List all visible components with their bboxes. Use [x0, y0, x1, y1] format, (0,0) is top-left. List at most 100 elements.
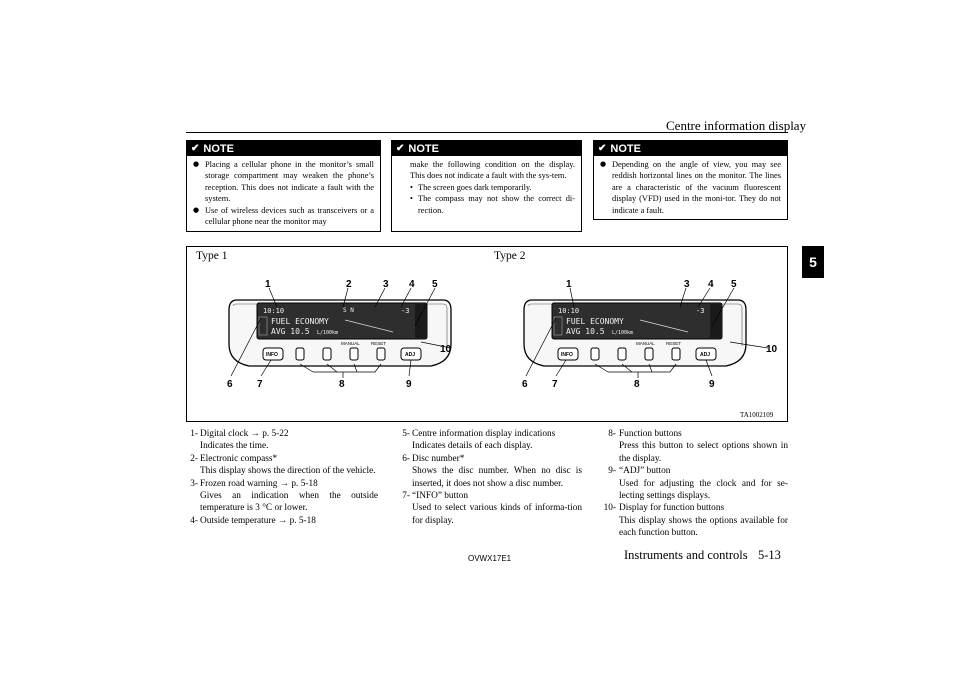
callout-2: 2: [346, 279, 352, 290]
function-button[interactable]: [590, 347, 600, 361]
function-button[interactable]: [671, 347, 681, 361]
callout-1: 1: [566, 279, 572, 290]
description-item: 10- Display for function buttons This di…: [600, 502, 788, 539]
callout-6: 6: [522, 379, 528, 390]
adj-button-label: ADJ: [405, 352, 415, 358]
function-button[interactable]: [617, 347, 627, 361]
page-reference: → p. 5-22: [250, 429, 289, 439]
outside-temp-readout: -3: [401, 307, 409, 315]
adj-button-label: ADJ: [700, 352, 710, 358]
info-button[interactable]: [262, 347, 284, 361]
note-body: make the following condition on the disp…: [392, 156, 581, 216]
fuel-economy-readout: FUEL ECONOMY: [566, 317, 624, 326]
item-label: Outside temperature: [200, 515, 276, 526]
function-button[interactable]: [376, 347, 386, 361]
note-bullet-text: Use of wireless devices such as transcei…: [205, 205, 374, 227]
figure-frame: [186, 246, 788, 422]
item-label: Digital clock: [200, 429, 249, 439]
function-button[interactable]: [295, 347, 305, 361]
callout-3: 3: [383, 279, 389, 290]
bullet-icon: ●: [193, 205, 200, 214]
function-button[interactable]: [322, 347, 332, 361]
item-label: Function buttons: [619, 429, 682, 439]
note-heading: ✔ NOTE: [594, 141, 787, 156]
note-bullet: ● Use of wireless devices such as transc…: [193, 205, 374, 228]
note-bullet-text: Placing a cellular phone in the monitor’…: [205, 160, 374, 204]
bullet-icon: ●: [600, 160, 607, 168]
item-number: 2-: [190, 453, 198, 464]
note-body: ● Depending on the angle of view, you ma…: [594, 156, 787, 216]
description-item: 1- Digital clock → p. 5-22 Indicates the…: [186, 428, 378, 453]
unit-readout: L/100km: [317, 330, 338, 336]
item-label: Centre information display indications: [412, 429, 556, 439]
avg-readout: AVG 10.5: [271, 327, 310, 336]
page-reference: → p. 5-18: [279, 478, 318, 489]
reset-label: RESET: [371, 341, 386, 346]
callout-9: 9: [406, 379, 412, 390]
header-rule: [186, 132, 788, 133]
description-item: 5- Centre information display indication…: [398, 428, 582, 453]
page-reference: → p. 5-18: [277, 515, 316, 526]
document-code: OVWX17E1: [468, 554, 512, 563]
leader-lines: [230, 287, 452, 378]
callout-9: 9: [709, 379, 715, 390]
callout-8: 8: [339, 379, 345, 390]
leader-lines: [525, 287, 769, 378]
item-label: Disc number*: [412, 453, 465, 464]
item-number: 9-: [608, 466, 616, 477]
item-detail: Press this button to select options show…: [619, 441, 788, 464]
item-number: 8-: [608, 429, 616, 439]
note-heading-label: NOTE: [408, 142, 439, 155]
callout-4: 4: [409, 279, 415, 290]
callout-6: 6: [227, 379, 233, 390]
item-label: Display for function buttons: [619, 503, 725, 514]
note-lead-text: make the following condition on the disp…: [410, 160, 575, 181]
description-column-1: 1- Digital clock → p. 5-22 Indicates the…: [186, 428, 378, 527]
description-item: 3- Frozen road warning → p. 5-18 Gives a…: [186, 478, 378, 515]
description-item: 8- Function buttons Press this button to…: [600, 428, 788, 465]
avg-readout: AVG 10.5: [566, 327, 605, 336]
callout-3: 3: [684, 279, 690, 290]
description-item: 6- Disc number* Shows the disc number. W…: [398, 453, 582, 490]
item-number: 7-: [402, 491, 410, 502]
bullet-icon: ●: [193, 160, 200, 168]
description-item: 7- “INFO” button Used to select various …: [398, 490, 582, 527]
callout-7: 7: [552, 379, 558, 390]
page-number: 5-13: [758, 548, 781, 562]
description-column-3: 8- Function buttons Press this button to…: [600, 428, 788, 540]
item-detail: Gives an indication when the outside tem…: [200, 491, 378, 514]
info-button-label: INFO: [266, 352, 278, 358]
item-detail: This display shows the options available…: [619, 515, 788, 539]
note-box-2: ✔ NOTE make the following condition on t…: [391, 140, 582, 232]
item-detail: Used for adjusting the clock and for se-…: [619, 478, 788, 502]
dot-icon: •: [410, 194, 413, 204]
description-item: 9- “ADJ” button Used for adjusting the c…: [600, 465, 788, 502]
chapter-tab: 5: [802, 246, 824, 278]
note-box-1: ✔ NOTE ● Placing a cellular phone in the…: [186, 140, 381, 232]
note-heading: ✔ NOTE: [187, 141, 380, 156]
callout-5: 5: [731, 279, 737, 290]
compass-indicator: S N: [343, 307, 354, 314]
note-body: ● Placing a cellular phone in the monito…: [187, 156, 380, 227]
function-button[interactable]: [349, 347, 359, 361]
note-bullet-text: Depending on the angle of view, you may …: [612, 160, 781, 215]
note-check-icon: ✔: [598, 143, 607, 154]
type1-label: Type 1: [196, 250, 228, 262]
item-detail: Shows the disc number. When no disc is i…: [412, 466, 582, 489]
item-number: 4-: [190, 515, 198, 526]
note-bullet: ● Depending on the angle of view, you ma…: [600, 159, 781, 216]
info-button[interactable]: [557, 347, 579, 361]
unit-readout: L/100km: [612, 330, 633, 336]
item-number: 5-: [402, 429, 410, 439]
reset-label: RESET: [666, 341, 681, 346]
callout-10: 10: [766, 344, 778, 355]
clock-readout: 10:10: [263, 307, 284, 315]
function-button[interactable]: [644, 347, 654, 361]
note-heading-label: NOTE: [610, 142, 641, 155]
callout-7: 7: [257, 379, 263, 390]
description-item: 2- Electronic compass* This display show…: [186, 453, 378, 478]
type2-display-unit: 10:10 -3 FUEL ECONOMY AVG 10.5 L/100km M…: [522, 279, 778, 390]
note-subitem-text: The compass may not show the correct di-…: [418, 194, 575, 215]
note-check-icon: ✔: [191, 143, 200, 154]
note-heading-label: NOTE: [203, 142, 234, 155]
